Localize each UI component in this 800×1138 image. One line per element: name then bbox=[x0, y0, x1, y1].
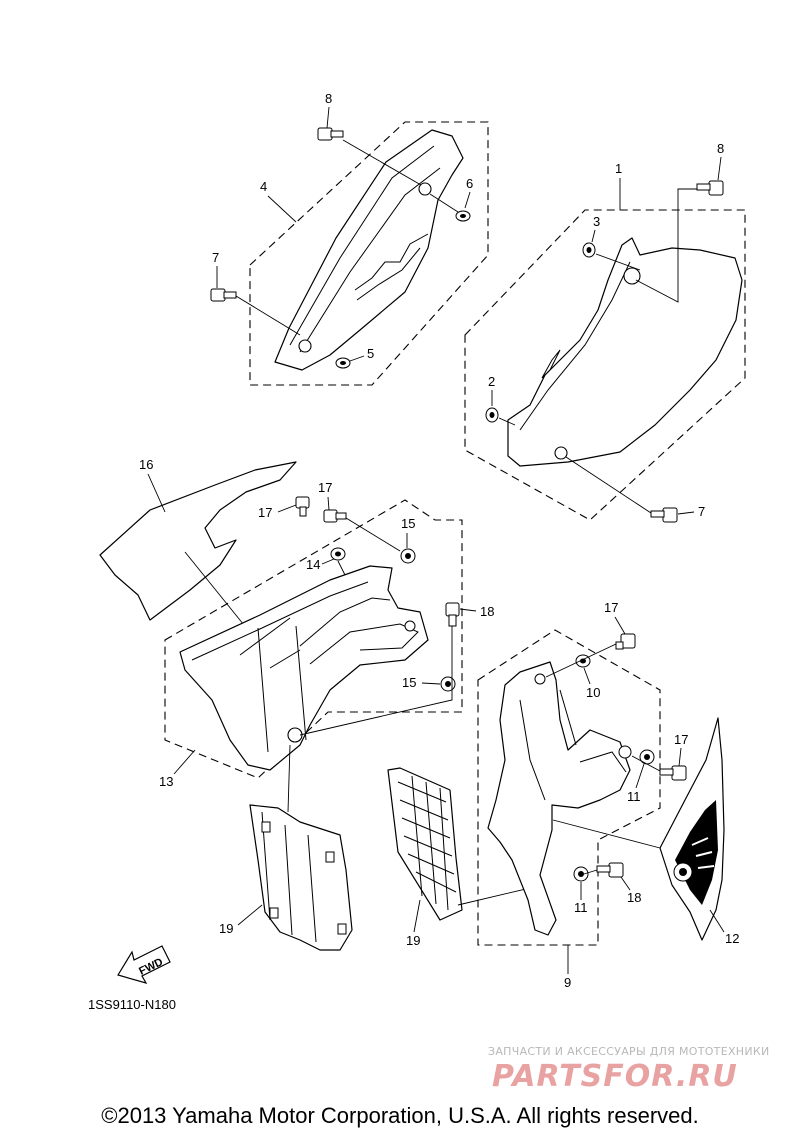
part-12-shroud-graphic bbox=[659, 717, 725, 941]
callout-12: 12 bbox=[725, 931, 739, 946]
collar-11-lower bbox=[573, 866, 589, 882]
part-13-radiator-cover bbox=[179, 565, 429, 771]
callout-3: 3 bbox=[593, 214, 600, 229]
watermark: ЗАПЧАСТИ И АКСЕССУАРЫ ДЛЯ МОТОТЕХНИКИ PA… bbox=[488, 1045, 770, 1094]
callout-15-upper: 15 bbox=[401, 516, 415, 531]
fwd-arrow-icon: FWD bbox=[117, 945, 171, 984]
nut-14 bbox=[330, 547, 346, 561]
callout-17-c: 17 bbox=[604, 600, 618, 615]
bolt-8-upper bbox=[317, 127, 344, 141]
callout-5: 5 bbox=[367, 346, 374, 361]
grommet-15-a bbox=[400, 548, 416, 564]
group-box-part-13 bbox=[164, 499, 463, 779]
callout-6: 6 bbox=[466, 176, 473, 191]
grommet-2 bbox=[485, 407, 499, 423]
bolt-17-b bbox=[323, 509, 347, 523]
collar-5 bbox=[335, 357, 351, 369]
part-9-radiator-shroud bbox=[487, 661, 632, 936]
part-4-shroud-bracket bbox=[274, 129, 464, 371]
callout-17-b: 17 bbox=[318, 480, 332, 495]
callout-13: 13 bbox=[159, 774, 173, 789]
callout-18-b: 18 bbox=[627, 890, 641, 905]
bolt-17-d bbox=[659, 765, 687, 781]
group-box-part-1 bbox=[464, 209, 746, 521]
callout-16: 16 bbox=[139, 457, 153, 472]
watermark-brand: PARTSFOR.RU bbox=[492, 1059, 738, 1094]
part-1-side-cover bbox=[507, 237, 743, 467]
copyright-notice: ©2013 Yamaha Motor Corporation, U.S.A. A… bbox=[101, 1103, 699, 1128]
grommet-15-b bbox=[440, 676, 456, 692]
bolt-7-left bbox=[210, 288, 237, 302]
callout-10: 10 bbox=[586, 685, 600, 700]
callout-17-d: 17 bbox=[674, 732, 688, 747]
collar-6 bbox=[455, 210, 471, 222]
bolt-8-right bbox=[696, 180, 724, 196]
diagram-code: 1SS9110-N180 bbox=[88, 997, 176, 1012]
callout-11-lower: 11 bbox=[574, 900, 588, 915]
group-box-part-9 bbox=[477, 629, 661, 946]
callout-9: 9 bbox=[564, 975, 571, 990]
callout-19-right: 19 bbox=[406, 933, 420, 948]
callout-4: 4 bbox=[260, 179, 267, 194]
callout-7-right: 7 bbox=[698, 504, 705, 519]
callout-8-upper: 8 bbox=[325, 91, 332, 106]
callout-labels: 1 2 3 4 5 6 7 7 8 8 9 10 11 11 12 13 14 … bbox=[139, 91, 739, 990]
bolt-7-right bbox=[650, 507, 678, 523]
bolt-17-a bbox=[295, 496, 310, 517]
callout-19-left: 19 bbox=[219, 921, 233, 936]
part-19-radiator-louver-right bbox=[387, 767, 531, 921]
bolt-17-c bbox=[615, 633, 636, 650]
callout-18-a: 18 bbox=[480, 604, 494, 619]
callout-14: 14 bbox=[306, 557, 320, 572]
callout-17-a: 17 bbox=[258, 505, 272, 520]
callout-2: 2 bbox=[488, 374, 495, 389]
part-19-radiator-guard-left bbox=[249, 804, 353, 951]
callout-8-right: 8 bbox=[717, 141, 724, 156]
callout-15-lower: 15 bbox=[402, 675, 416, 690]
bolt-18-b bbox=[596, 862, 624, 878]
callout-11-upper: 11 bbox=[627, 789, 641, 804]
group-box-part-4 bbox=[249, 121, 489, 386]
grommet-3 bbox=[582, 242, 596, 258]
part-16-decal bbox=[99, 461, 297, 631]
callout-1: 1 bbox=[615, 161, 622, 176]
bolt-18-a bbox=[445, 602, 460, 627]
watermark-tagline: ЗАПЧАСТИ И АКСЕССУАРЫ ДЛЯ МОТОТЕХНИКИ bbox=[488, 1045, 770, 1058]
callout-7-left: 7 bbox=[212, 250, 219, 265]
